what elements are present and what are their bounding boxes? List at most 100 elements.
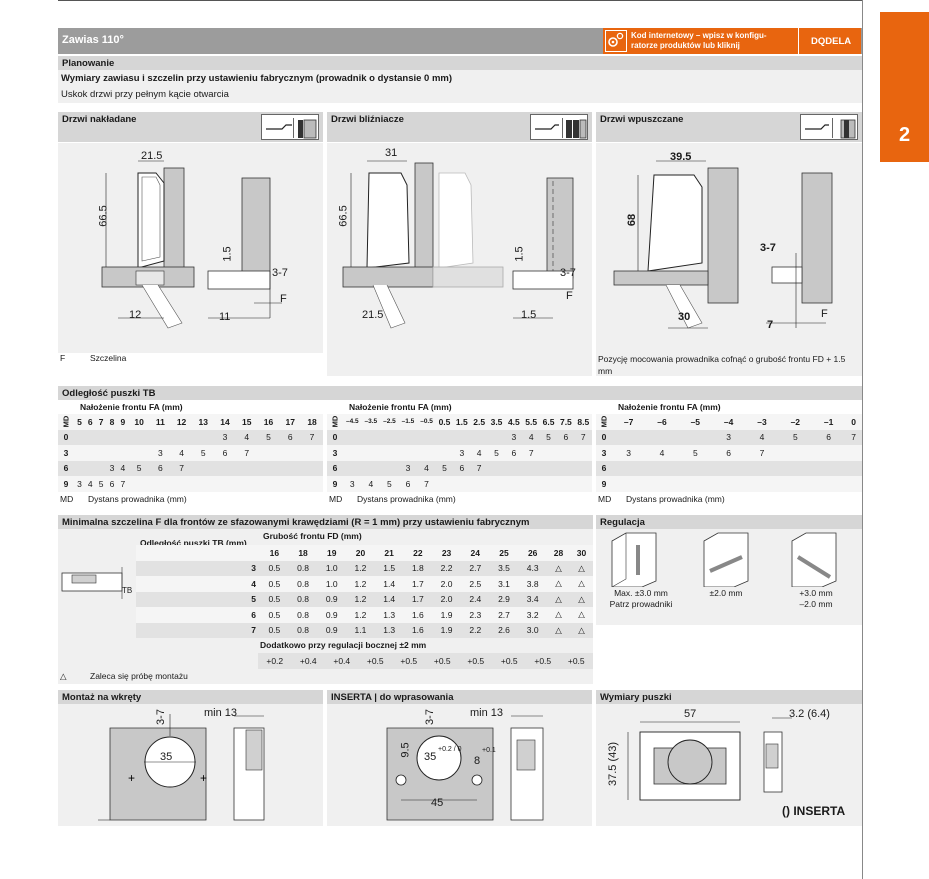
inserta-title: INSERTA | do wprasowania [327, 690, 592, 704]
tb-t2-col-header: 3.5 [490, 416, 503, 427]
tb-t1-cell: 3 [77, 478, 82, 489]
tb-t2-cell [471, 430, 488, 446]
tb-t2-cell [343, 430, 362, 446]
tb-t3-cell: 6 [726, 447, 732, 458]
regulation-c1-line1: Max. ±3.0 mm [614, 588, 668, 598]
tb-t2-cell: 4 [528, 432, 534, 443]
planning-title: Planowanie [58, 56, 862, 70]
tb-t1-cell: 3 [222, 432, 228, 443]
cup-inserta-label: () INSERTA [782, 804, 846, 818]
tb-t1-cell: 3 [157, 447, 163, 458]
tb-t1-cell [279, 445, 301, 461]
min-gap-cell: 1.2 [354, 578, 367, 589]
overlay-dim-a: 1.5 [221, 246, 234, 262]
tb-t1-cell [128, 476, 150, 492]
tb-t1-cell [279, 476, 301, 492]
min-gap-row-tb: 5 [251, 594, 256, 605]
min-gap-cell: 0.8 [297, 563, 309, 574]
min-gap-cell: 2.3 [469, 609, 482, 620]
tb-t1-cell [171, 430, 193, 446]
tb-t2-col-header: 4.5 [507, 416, 520, 427]
regulation-c3-line2: –2.0 mm [799, 599, 833, 609]
min-gap-note: Zaleca się próbę montażu [90, 671, 188, 681]
tb-t2-cell [436, 430, 453, 446]
tb-t3-cell [779, 461, 812, 477]
tb-t3-cell: 7 [851, 432, 857, 443]
tb-t2-col-header: –0.5 [420, 418, 433, 426]
tb-t2-col-header: 0.5 [438, 416, 451, 427]
configurator-link[interactable]: Kod internetowy – wpisz w konfigu- rator… [603, 28, 861, 54]
tb-t3-cell [645, 430, 678, 446]
min-gap-extra-cell: +0.5 [433, 655, 451, 666]
tb-title: Odległość puszki TB [58, 386, 862, 400]
tb-t3-cell [845, 461, 862, 477]
tb-t1-cell: 6 [109, 478, 115, 489]
tb-t3-cell: 3 [726, 432, 732, 443]
min-gap-cell: △ [555, 593, 562, 604]
twin-door-bar: Drzwi bliźniacze [327, 112, 592, 142]
inserta-dim-45: 45 [431, 797, 444, 809]
tb-t2-cell: 6 [511, 447, 517, 458]
min-gap-extra-cell: +0.5 [400, 655, 418, 666]
min-gap-col-header: 18 [298, 547, 308, 558]
min-gap-cell: △ [578, 624, 585, 635]
min-gap-extra-cell: +0.5 [567, 655, 585, 666]
planning-note: Uskok drzwi przy pełnym kącie otwarcia [61, 89, 229, 100]
tb-t1-cell [150, 430, 171, 446]
tb-t1-col-header: 8 [109, 416, 115, 427]
configurator-text-2: ratorze produktów lub kliknij [631, 41, 740, 50]
min-gap-cell: 2.5 [469, 578, 482, 589]
cup-dim-375: 37.5 (43) [607, 741, 620, 787]
tb-t3-cell [812, 476, 845, 492]
tb-t2-col-header: 7.5 [559, 416, 572, 427]
tb-t2-cell [575, 445, 592, 461]
tb-t1-row-md: 0 [63, 432, 69, 443]
tb-t1-cell [171, 476, 193, 492]
tb-t2-cell: 7 [424, 478, 429, 489]
min-gap-col-header: 28 [553, 547, 564, 558]
tb-t2-cell [362, 430, 381, 446]
tb-t1-cell: 5 [200, 447, 206, 458]
overlay-door-title: Drzwi nakładane [62, 114, 137, 125]
inset-door-drawing [596, 143, 862, 353]
min-gap-cell: 1.7 [411, 578, 424, 589]
min-gap-extra-cell: +0.4 [333, 655, 351, 666]
tb-t3-row-md: 0 [601, 432, 607, 443]
tb-t1-row-md: 9 [63, 478, 69, 489]
tb-t2-cell [540, 461, 557, 477]
min-gap-panel: TB Odległość puszki TB (mm) Grubość fron… [58, 529, 593, 684]
inset-dim-width: 39.5 [670, 151, 692, 163]
tb-t3-col-header: –2 [790, 416, 801, 427]
legend-f-key: F [60, 353, 66, 363]
tb-t2-cell: 7 [580, 432, 586, 443]
tb-table-2: Nałożenie frontu FA (mm)MD–4.5–3.5–2.5–1… [327, 400, 592, 506]
tb-t3-cell [812, 445, 845, 461]
tb-t1-fa-label: Nałożenie frontu FA (mm) [80, 402, 183, 412]
min-gap-cell: 2.4 [469, 594, 482, 605]
tb-t2-col-header: 5.5 [525, 416, 538, 427]
gear-icon [605, 30, 627, 52]
inserta-dim-8: 8 [474, 755, 481, 767]
min-gap-cell: 1.9 [440, 609, 453, 620]
twin-dim-a: 1.5 [513, 246, 526, 262]
min-gap-extra-row: +0.2+0.4+0.4+0.5+0.5+0.5+0.5+0.5+0.5+0.5 [258, 653, 593, 669]
tb-t2-fa-label: Nałożenie frontu FA (mm) [349, 402, 452, 412]
tb-t2-cell [453, 476, 470, 492]
min-gap-cell: 1.5 [383, 563, 396, 574]
min-gap-cell: 3.0 [526, 625, 539, 636]
tb-t2-col-header: –3.5 [364, 418, 378, 426]
configurator-text-1: Kod internetowy – wpisz w konfigu- [631, 31, 767, 40]
tb-t1-cell [74, 445, 85, 461]
tb-t1-cell: 7 [309, 432, 315, 443]
tb-t2-cell [540, 445, 557, 461]
chapter-tab[interactable]: 2 [880, 12, 929, 162]
min-gap-col-header: 25 [499, 547, 509, 558]
tb-t3-row-md: 3 [601, 447, 607, 458]
tb-t1-cell [107, 430, 118, 446]
tb-t1-cell [214, 461, 236, 477]
regulation-sketches [611, 532, 837, 587]
